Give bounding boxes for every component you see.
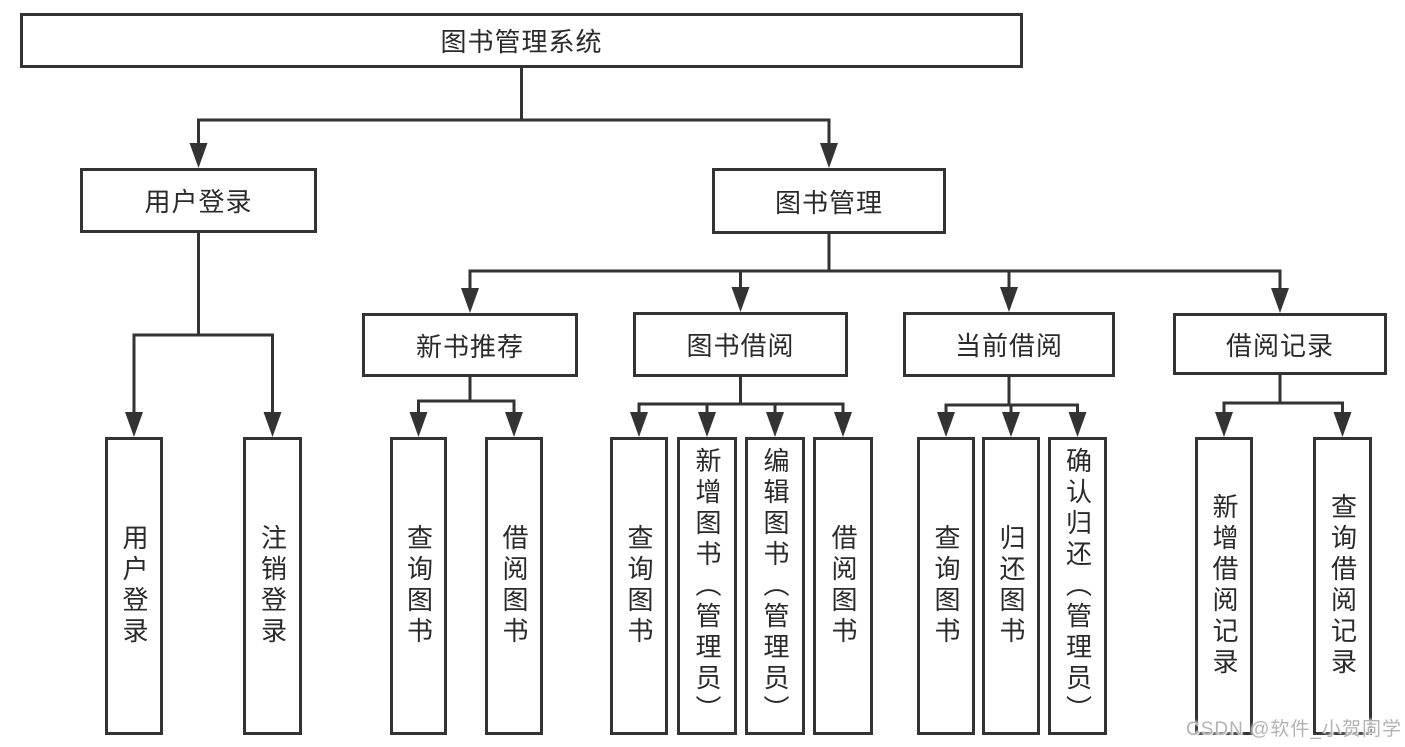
node-book-management: 图书管理 [712,168,946,234]
node-user-login-group: 用户登录 [80,168,317,233]
node-new-book-recommend: 新书推荐 [362,313,578,377]
watermark: CSDN @软件_小贺同学 [1186,719,1402,740]
node-confirm-return-admin: 确认归还（管理员） [1048,437,1107,735]
node-query-books-borrow: 查询图书 [610,437,668,735]
node-add-books-admin: 新增图书（管理员） [677,437,737,735]
node-query-books-current: 查询图书 [917,437,975,735]
node-borrow-records: 借阅记录 [1173,313,1387,375]
node-add-borrow-record: 新增借阅记录 [1195,437,1253,735]
node-user-logout: 注销登录 [243,437,302,735]
node-borrow-books: 借阅图书 [813,437,873,735]
node-query-borrow-record: 查询借阅记录 [1313,437,1372,735]
node-borrow-books-recommend: 借阅图书 [485,437,543,735]
node-user-login: 用户登录 [105,437,163,735]
node-query-books-recommend: 查询图书 [390,437,447,735]
node-return-books: 归还图书 [982,437,1040,735]
node-current-borrow: 当前借阅 [903,312,1115,377]
node-system: 图书管理系统 [20,13,1023,68]
node-edit-books-admin: 编辑图书（管理员） [745,437,805,735]
node-book-borrow: 图书借阅 [633,312,848,377]
